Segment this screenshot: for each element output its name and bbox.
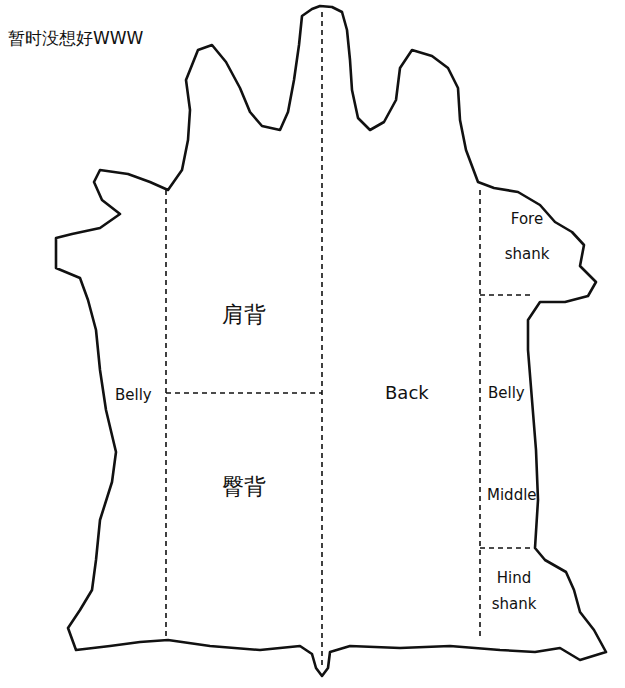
shoulder-butt-line bbox=[166, 392, 322, 394]
region-label: Hind shank bbox=[486, 565, 542, 618]
cut-lines bbox=[166, 12, 535, 668]
fore-shank-line bbox=[480, 294, 532, 296]
region-label: 臀背 bbox=[222, 474, 266, 500]
left-belly-line bbox=[165, 190, 167, 640]
watermark-note: 暂时没想好WWW bbox=[8, 28, 143, 48]
hind-shank-line bbox=[480, 547, 535, 549]
hide-outline bbox=[56, 6, 606, 676]
right-belly-line bbox=[479, 190, 481, 640]
region-label: Back bbox=[385, 382, 429, 404]
region-label: Fore shank bbox=[499, 202, 555, 271]
region-label: Middle bbox=[487, 486, 537, 504]
region-label: Belly bbox=[488, 384, 525, 402]
spine-line bbox=[321, 12, 323, 668]
region-label: 肩背 bbox=[222, 302, 266, 328]
region-label: Belly bbox=[115, 386, 152, 404]
